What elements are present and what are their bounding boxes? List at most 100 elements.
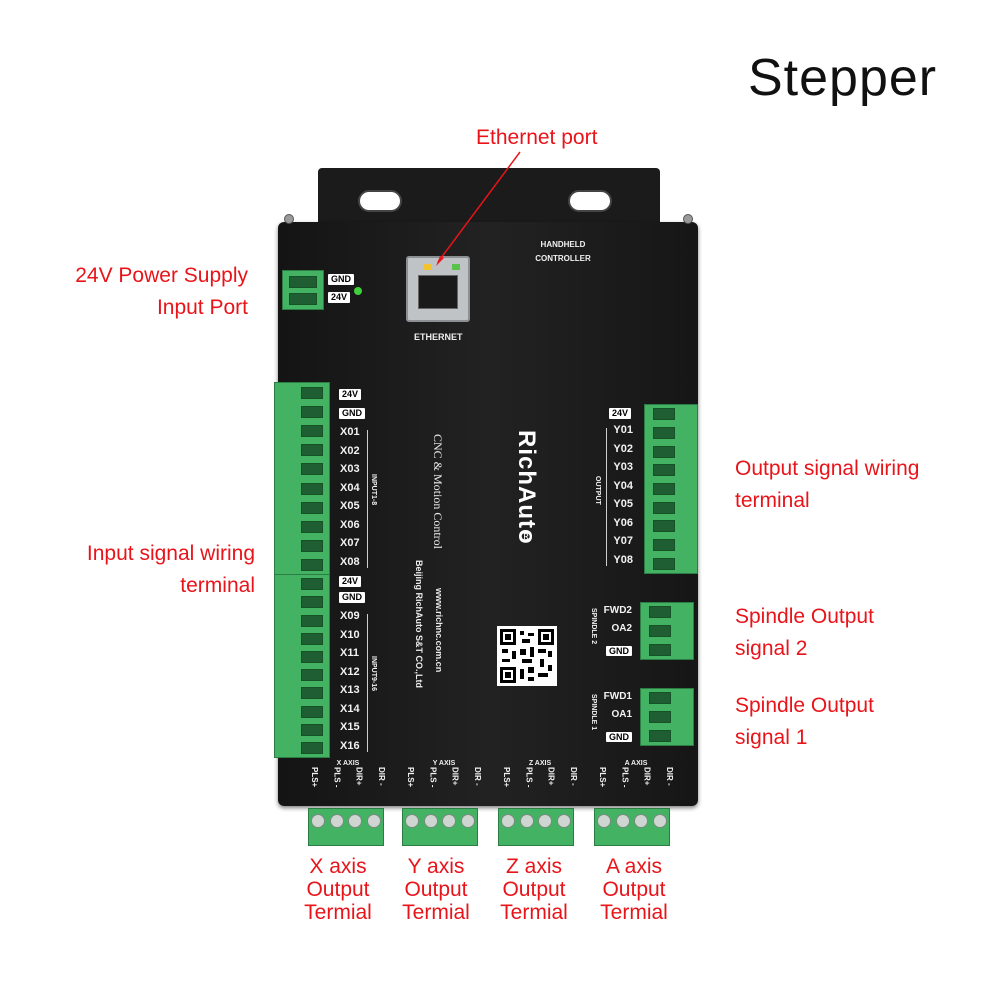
ethernet-led-left — [424, 264, 432, 270]
axis-terminal-screw — [501, 814, 516, 828]
ethernet-port-callout: Ethernet port — [476, 126, 598, 149]
screw-top-right — [683, 214, 693, 224]
controller-board — [278, 222, 698, 806]
input-terminal-9-16[interactable] — [274, 574, 330, 758]
terminal-screw-slot — [649, 625, 671, 637]
terminal-screw-slot — [301, 614, 323, 627]
terminal-screw-slot — [301, 687, 323, 700]
z-axis-pin-pls-minus: PLS - — [524, 767, 534, 788]
terminal-screw-slot — [653, 483, 675, 495]
input-pin-x09: X09 — [340, 610, 360, 622]
ethernet-led-right — [452, 264, 460, 270]
x-axis-block: X AXIS PLS+ PLS - DIR+ DIR - — [310, 760, 386, 801]
power-callout-line-1: 24V Power Supply — [75, 264, 248, 287]
a-axis-pin-pls-minus: PLS - — [620, 767, 630, 788]
output-pin-y02: Y02 — [613, 442, 633, 455]
terminal-screw-slot — [301, 723, 323, 736]
a-axis-caption: A axis Output Termial — [586, 855, 682, 924]
output-bracket — [606, 428, 610, 566]
brand-logo: RichAuto — [513, 430, 540, 545]
input-pin-x06: X06 — [340, 518, 360, 531]
y-axis-block: Y AXIS PLS+ PLS - DIR+ DIR - — [406, 760, 482, 801]
axis-terminal-screw — [634, 814, 649, 828]
axis-terminal-screw — [615, 814, 630, 828]
z-axis-caption: Z axis Output Termial — [486, 855, 582, 924]
input-pin-x08: X08 — [340, 555, 360, 568]
z-axis-caption-line-1: Z axis — [505, 855, 562, 878]
handheld-label-line-2: CONTROLLER — [535, 254, 591, 263]
terminal-screw-slot — [653, 557, 675, 570]
output-terminal[interactable] — [644, 404, 698, 574]
output-pin-y01: Y01 — [613, 424, 633, 436]
x-axis-pin-row: PLS+ PLS - DIR+ DIR - — [310, 767, 386, 801]
spindle1-callout-line-2: signal 1 — [735, 726, 808, 749]
output-pin-y05: Y05 — [613, 498, 633, 510]
input2-tag-gnd: GND — [339, 592, 365, 603]
ethernet-port-socket — [418, 275, 458, 309]
a-axis-caption-line-3: Termial — [600, 901, 668, 924]
a-axis-pin-pls-plus: PLS+ — [598, 767, 607, 788]
a-axis-terminal[interactable] — [594, 808, 670, 846]
input1-tag-24v: 24V — [339, 389, 362, 400]
axis-terminal-screw — [348, 814, 363, 828]
axis-terminal-screw — [519, 814, 534, 828]
x-axis-pin-dir-plus: DIR+ — [354, 767, 364, 786]
terminal-screw-slot — [301, 559, 323, 572]
y-axis-caption-line-3: Termial — [402, 901, 470, 924]
terminal-screw-slot — [653, 520, 675, 533]
qr-code — [497, 626, 557, 686]
ethernet-label: ETHERNET — [414, 332, 463, 342]
mounting-slot-right — [568, 190, 612, 212]
a-axis-block: A AXIS PLS+ PLS - DIR+ DIR - — [598, 760, 674, 801]
output-callout-line-2: terminal — [735, 489, 810, 512]
spindle1-terminal[interactable] — [640, 688, 694, 746]
axis-terminal-screw — [366, 814, 381, 828]
spindle1-pin-gnd: GND — [606, 732, 632, 742]
screw-top-left — [284, 214, 294, 224]
y-axis-terminal[interactable] — [402, 808, 478, 846]
terminal-screw-slot — [301, 540, 323, 553]
mounting-slot-left — [358, 190, 402, 212]
power-pin-24v: 24V — [328, 292, 351, 303]
x-axis-terminal[interactable] — [308, 808, 384, 846]
terminal-screw-slot — [301, 463, 323, 476]
x-axis-pin-dir-minus: DIR - — [376, 767, 386, 786]
axis-terminal-screw — [311, 814, 326, 828]
registered-mark: ® — [518, 528, 534, 544]
spindle2-callout: Spindle Output signal 2 — [735, 601, 874, 665]
output-pin-list: Y01 Y02 Y03 Y04 Y05 Y06 Y07 Y08 — [611, 424, 633, 572]
terminal-screw-slot — [649, 729, 671, 742]
z-axis-pin-dir-plus: DIR+ — [546, 767, 556, 786]
terminal-screw-slot — [653, 427, 675, 439]
z-axis-terminal[interactable] — [498, 808, 574, 846]
spindle2-pin-list: FWD2 OA2 GND — [602, 605, 632, 659]
z-axis-caption-line-2: Output — [502, 878, 566, 901]
power-terminal[interactable] — [282, 270, 324, 310]
input2-pin-list: X09 X10 X11 X12 X13 X14 X15 X16 — [340, 610, 360, 758]
terminal-screw-slot — [301, 501, 323, 514]
terminal-screw-slot — [301, 578, 323, 591]
a-axis-pin-dir-plus: DIR+ — [642, 767, 652, 786]
output-terminal-callout: Output signal wiring terminal — [735, 453, 919, 517]
y-axis-caption-line-2: Output — [404, 878, 468, 901]
terminal-screw-slot — [301, 632, 323, 645]
x-axis-block-name: X AXIS — [336, 760, 360, 767]
output-pin-y08: Y08 — [613, 553, 633, 566]
spindle1-callout-line-1: Spindle Output — [735, 694, 874, 717]
input-pin-x10: X10 — [340, 628, 360, 641]
axis-terminal-screw — [556, 814, 571, 828]
a-axis-caption-line-1: A axis — [605, 855, 663, 878]
terminal-screw-slot — [301, 444, 323, 457]
axis-terminal-screw — [442, 814, 457, 828]
output-pin-y04: Y04 — [613, 479, 633, 492]
y-axis-pin-dir-plus: DIR+ — [450, 767, 460, 786]
input-pin-x07: X07 — [340, 537, 360, 549]
handheld-label-line-1: HANDHELD — [540, 240, 586, 249]
z-axis-caption-line-3: Termial — [500, 901, 568, 924]
spindle2-terminal[interactable] — [640, 602, 694, 660]
input-terminal-1-8[interactable] — [274, 382, 330, 576]
terminal-screw-slot — [653, 539, 675, 551]
power-led — [354, 287, 362, 295]
y-axis-block-name: Y AXIS — [432, 760, 456, 767]
terminal-screw-slot — [653, 464, 675, 477]
